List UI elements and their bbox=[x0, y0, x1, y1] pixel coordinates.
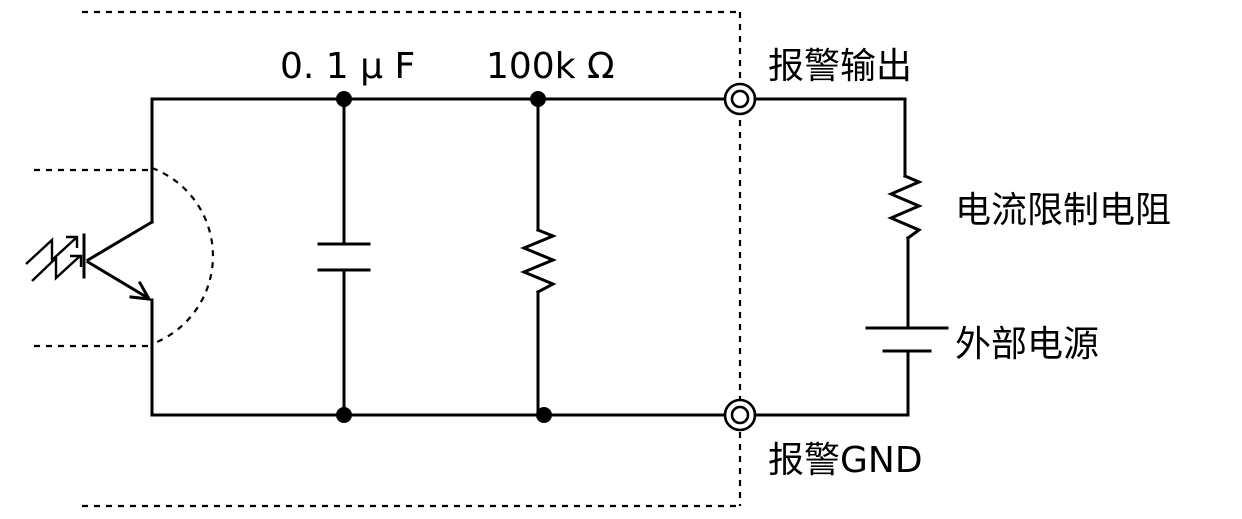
junction-dots bbox=[336, 91, 552, 423]
junction-dot bbox=[336, 91, 352, 107]
light-arrows-icon bbox=[25, 235, 83, 282]
resistor-100k bbox=[520, 97, 557, 417]
capacitor bbox=[317, 97, 371, 417]
terminal-alarm-output bbox=[723, 82, 757, 116]
junction-dot bbox=[530, 91, 546, 107]
terminal-alarm-gnd bbox=[723, 398, 757, 432]
current-limit-resistor bbox=[887, 97, 923, 330]
external-battery bbox=[865, 326, 949, 417]
current-limit-resistor-label: 电流限制电阻 bbox=[955, 190, 1171, 231]
junction-dot bbox=[536, 407, 552, 423]
alarm-output-label: 报警输出 bbox=[768, 46, 912, 87]
external-loop-wires bbox=[753, 97, 910, 417]
alarm-gnd-label: 报警GND bbox=[768, 440, 923, 481]
junction-dot bbox=[336, 407, 352, 423]
external-power-label: 外部电源 bbox=[955, 324, 1099, 365]
capacitor-label: 0. 1 μ F bbox=[280, 46, 415, 87]
resistor-label: 100k Ω bbox=[486, 46, 615, 87]
phototransistor bbox=[34, 97, 214, 417]
